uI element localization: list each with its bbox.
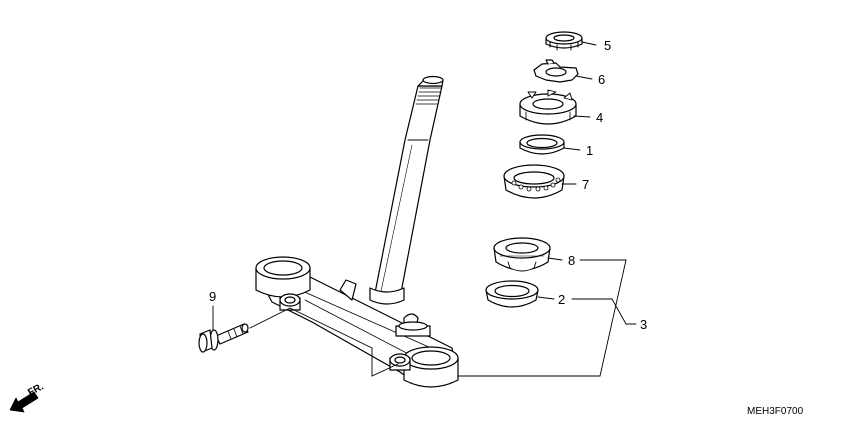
callout-3: 3: [640, 317, 647, 332]
lock-washer: [533, 59, 579, 83]
front-direction-arrow: FR.: [9, 381, 46, 413]
callout-numbers: 5 6 4 1 7 8 2 3 9: [209, 38, 647, 332]
steering-stem-lower-bridge: [255, 256, 459, 388]
callout-8: 8: [568, 253, 575, 268]
callout-1: 1: [586, 143, 593, 158]
callout-6: 6: [598, 72, 605, 87]
steering-stem-nut: [545, 31, 583, 51]
callout-2: 2: [558, 292, 565, 307]
diagram-code: MEH3F0700: [747, 406, 804, 417]
flange-bolt: [198, 323, 249, 353]
callout-4: 4: [596, 110, 603, 125]
steering-adjusting-nut: [519, 89, 577, 125]
callout-9: 9: [209, 289, 216, 304]
bearing-inner-race: [493, 237, 551, 272]
leader-lines: [212, 41, 637, 377]
tapered-roller-bearing: [503, 164, 565, 199]
steering-stem-shaft: [369, 75, 444, 305]
front-label: FR.: [26, 381, 46, 398]
arrow-icon: [9, 391, 39, 413]
dust-seal: [519, 134, 565, 155]
callout-5: 5: [604, 38, 611, 53]
lower-dust-seal: [485, 280, 539, 308]
callout-7: 7: [582, 177, 589, 192]
